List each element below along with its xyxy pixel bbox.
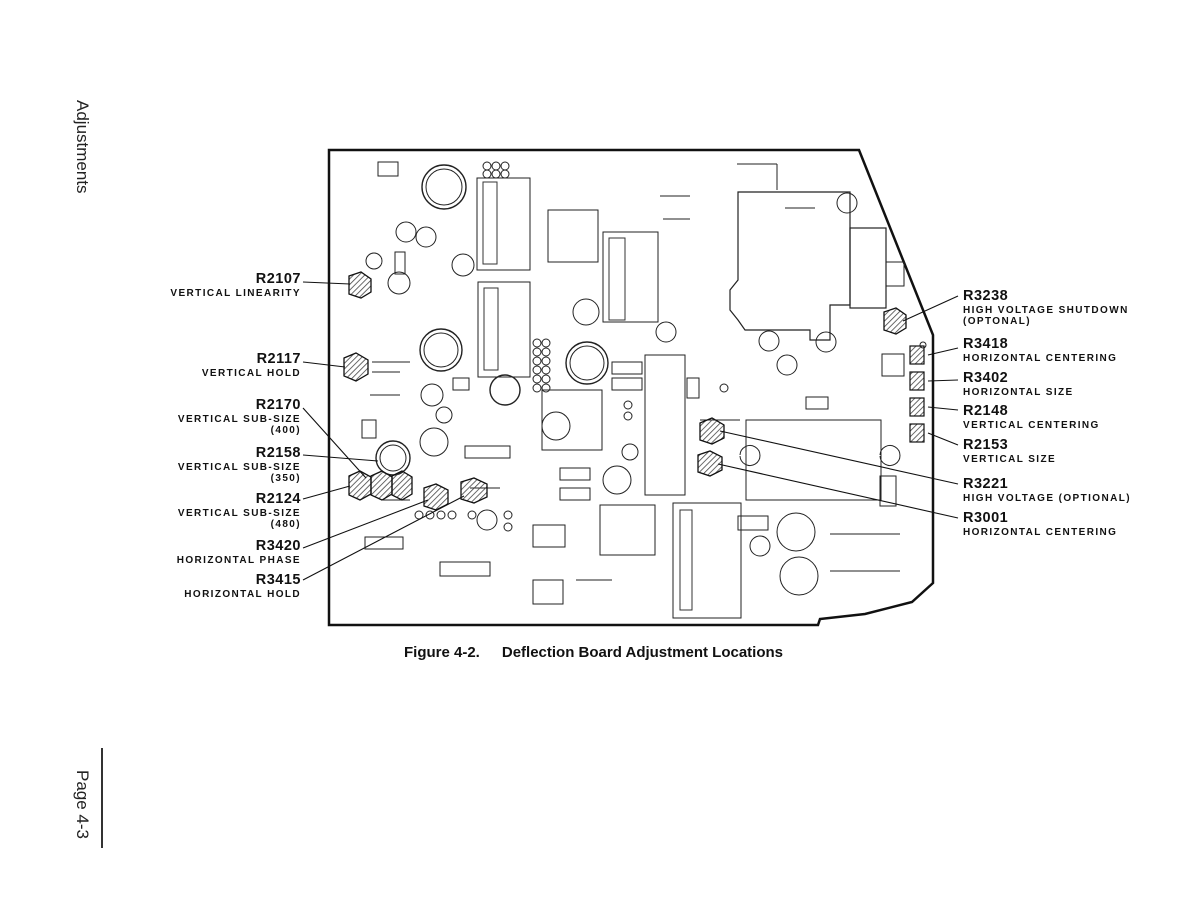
leader-r3418 xyxy=(927,347,959,356)
leader-r3238 xyxy=(902,295,959,322)
pot-r3238 xyxy=(883,307,907,335)
figure-caption: Figure 4-2. Deflection Board Adjustment L… xyxy=(0,644,1187,661)
leader-r3402 xyxy=(927,379,959,382)
pot-r3415 xyxy=(460,477,488,504)
figure-number: Figure 4-2. xyxy=(404,644,480,661)
edge-pots xyxy=(909,345,925,443)
callout-r2158: R2158 VERTICAL SUB-SIZE (350) xyxy=(177,445,301,484)
leader-r2117 xyxy=(302,361,346,368)
pot-r3001 xyxy=(697,450,723,477)
connector-block xyxy=(849,227,887,309)
pot-r3418 xyxy=(909,345,925,365)
callout-r3221: R3221 HIGH VOLTAGE (OPTIONAL) xyxy=(963,476,1131,504)
callout-r2117: R2117 VERTICAL HOLD xyxy=(201,351,301,379)
margin-rule xyxy=(101,748,103,848)
flyback-block xyxy=(672,502,742,619)
leader-r2124 xyxy=(302,485,351,500)
pot-r2117 xyxy=(343,352,369,382)
callout-r2124: R2124 VERTICAL SUB-SIZE (480) xyxy=(177,491,301,530)
leader-r3420 xyxy=(302,499,429,549)
ic-strip-3 xyxy=(602,231,659,323)
callout-r3238: R3238 HIGH VOLTAGE SHUTDOWN (OPTONAL) xyxy=(963,288,1129,327)
pot-r2107 xyxy=(348,271,372,299)
callout-r2107: R2107 VERTICAL LINEARITY xyxy=(170,271,301,299)
pot-r2124-c xyxy=(391,470,413,501)
pot-r2148 xyxy=(909,397,925,417)
leader-r2148 xyxy=(927,406,959,411)
callout-r3415: R3415 HORIZONTAL HOLD xyxy=(184,572,301,600)
leader-r3001 xyxy=(717,463,959,519)
callout-r3418: R3418 HORIZONTAL CENTERING xyxy=(963,336,1118,364)
capacitor xyxy=(421,164,467,210)
ic-strip-4 xyxy=(644,354,686,496)
leader-r2170 xyxy=(302,407,367,479)
pot-r2124-b xyxy=(370,470,393,501)
pot-r3402 xyxy=(909,371,925,391)
callout-r3001: R3001 HORIZONTAL CENTERING xyxy=(963,510,1118,538)
figure-title: Deflection Board Adjustment Locations xyxy=(501,644,783,661)
heatsink-outline xyxy=(729,191,851,341)
callout-r3402: R3402 HORIZONTAL SIZE xyxy=(963,370,1074,398)
callout-r2153: R2153 VERTICAL SIZE xyxy=(963,437,1057,465)
pot-r3221 xyxy=(699,417,725,445)
leader-r3415 xyxy=(302,495,465,581)
ic-strip-1 xyxy=(476,177,531,271)
leader-r2158 xyxy=(302,454,379,462)
pot-r2124-a xyxy=(348,470,372,501)
leader-r3221 xyxy=(719,430,959,485)
callout-r2148: R2148 VERTICAL CENTERING xyxy=(963,403,1100,431)
callout-r3420: R3420 HORIZONTAL PHASE xyxy=(176,538,301,566)
ic-strip-2 xyxy=(477,281,531,378)
callout-r2170: R2170 VERTICAL SUB-SIZE (400) xyxy=(177,397,301,436)
leader-r2107 xyxy=(302,281,351,285)
pot-r2153 xyxy=(909,423,925,443)
leader-r2153 xyxy=(927,432,959,446)
board-outline xyxy=(327,148,935,627)
transformer-block xyxy=(745,419,882,501)
